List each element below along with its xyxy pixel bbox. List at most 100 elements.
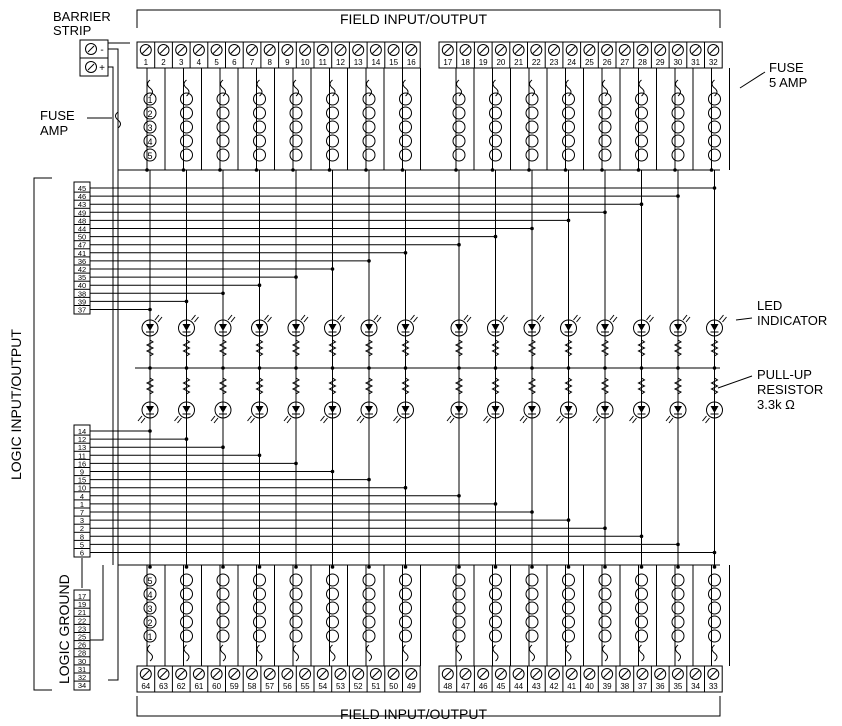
module-position-icon: [143, 629, 157, 643]
terminal-number: 24: [567, 58, 576, 67]
module-position-icon: [598, 92, 612, 106]
led-ray: [337, 314, 342, 321]
junction-dot: [367, 477, 371, 482]
logic-pin-number: 45: [78, 184, 86, 193]
terminal-screw-icon: [583, 668, 596, 680]
junction-dot: [184, 366, 189, 370]
led-diode-symbol: [637, 406, 646, 413]
logic-pin-number: 8: [80, 532, 84, 541]
pullup-label-line2: RESISTOR: [757, 382, 824, 397]
terminal-number: 15: [389, 58, 398, 67]
terminal-screw-icon: [228, 44, 241, 56]
module-position-icon: [399, 120, 412, 134]
terminal-slot: [230, 670, 239, 678]
module-position-icon: [216, 573, 230, 587]
terminal-screw-icon: [246, 668, 258, 680]
module-position-icon: [326, 615, 339, 629]
module-position-icon: [399, 134, 412, 148]
junction-dot: [367, 259, 371, 263]
led-ray: [174, 415, 179, 422]
module-position-icon: [143, 134, 157, 148]
terminal-slot: [585, 46, 594, 54]
terminal-slot: [265, 670, 274, 678]
led-ray: [632, 417, 637, 424]
junction-dot: [676, 542, 680, 547]
module-position-number: 1: [147, 632, 152, 642]
module-position-icon: [399, 573, 412, 587]
terminal-number: 61: [194, 682, 203, 691]
module-position-icon: [671, 92, 685, 106]
logic-pin-number: 5: [80, 540, 84, 549]
terminal-number: 6: [232, 58, 237, 67]
led-ray: [340, 316, 345, 323]
module-position-icon: [143, 120, 157, 134]
led-indicator-icon: [633, 319, 650, 337]
led-diode-symbol: [710, 406, 719, 413]
module-position-icon: [598, 120, 612, 134]
logic-connector-upper: [73, 181, 91, 315]
module-position-icon: [143, 615, 157, 629]
led-ray: [483, 415, 488, 422]
module-position-icon: [635, 587, 648, 601]
led-indicator-icon: [560, 319, 577, 337]
led-ray: [213, 417, 219, 424]
led-ray: [320, 415, 325, 422]
terminal-slot: [550, 46, 558, 54]
module-position-icon: [289, 587, 303, 601]
module-position-icon: [525, 573, 539, 587]
field-io-bottom-label: FIELD INPUT/OUTPUT: [340, 706, 488, 722]
logic-ground-pin-number: 23: [78, 624, 86, 633]
module-position-icon: [289, 629, 303, 643]
module-position-icon: [362, 120, 376, 134]
led-ray: [503, 316, 508, 323]
terminal-number: 9: [285, 58, 290, 67]
module-position-icon: [253, 573, 266, 587]
junction-dot: [676, 366, 680, 370]
terminal-number: 8: [267, 58, 272, 67]
led-pointer: [735, 317, 753, 321]
led-ray: [154, 314, 160, 321]
logic-pin-number: 41: [78, 249, 86, 258]
terminal-slot: [638, 46, 647, 54]
terminal-number: 39: [603, 682, 612, 691]
module-position-icon: [708, 615, 721, 629]
terminal-number: 64: [141, 682, 150, 691]
terminal-screw-icon: [654, 44, 667, 56]
pullup-resistor-icon: [255, 339, 264, 357]
led-indicator-icon: [214, 319, 232, 337]
module-position-icon: [598, 106, 612, 120]
module-position-icon: [489, 587, 502, 601]
terminal-number: 44: [514, 682, 523, 691]
module-position-icon: [326, 629, 339, 643]
led-indicator-icon: [251, 401, 268, 419]
fuse-left-label-line1: FUSE: [40, 108, 75, 123]
terminal-slot: [514, 46, 523, 54]
led-indicator-icon: [178, 319, 195, 337]
junction-dot: [294, 461, 298, 466]
fuse-icon: [293, 644, 299, 662]
module-position-icon: [489, 148, 502, 162]
pullup-resistor-icon: [218, 339, 228, 357]
junction-dot: [454, 168, 458, 172]
module-position-icon: [489, 573, 502, 587]
led-indicator-icon: [251, 319, 268, 337]
terminal-slot: [283, 670, 292, 678]
terminal-slot: [638, 670, 647, 678]
led-indicator-icon: [523, 319, 541, 337]
fuse-icon: [183, 644, 190, 662]
module-position-icon: [562, 106, 575, 120]
logic-pin-number: 15: [78, 476, 86, 485]
logic-pin-number: 7: [80, 508, 84, 517]
module-position-icon: [489, 629, 502, 643]
module-position-icon: [525, 148, 539, 162]
terminal-slot: [479, 670, 488, 678]
module-position-icon: [452, 615, 466, 629]
terminal-number: 53: [336, 682, 345, 691]
led-ray: [393, 415, 398, 422]
terminal-screw-icon: [654, 668, 667, 680]
module-position-icon: [635, 134, 648, 148]
module-position-number: 3: [147, 604, 152, 614]
junction-dot: [367, 565, 371, 569]
terminal-slot: [532, 670, 541, 678]
